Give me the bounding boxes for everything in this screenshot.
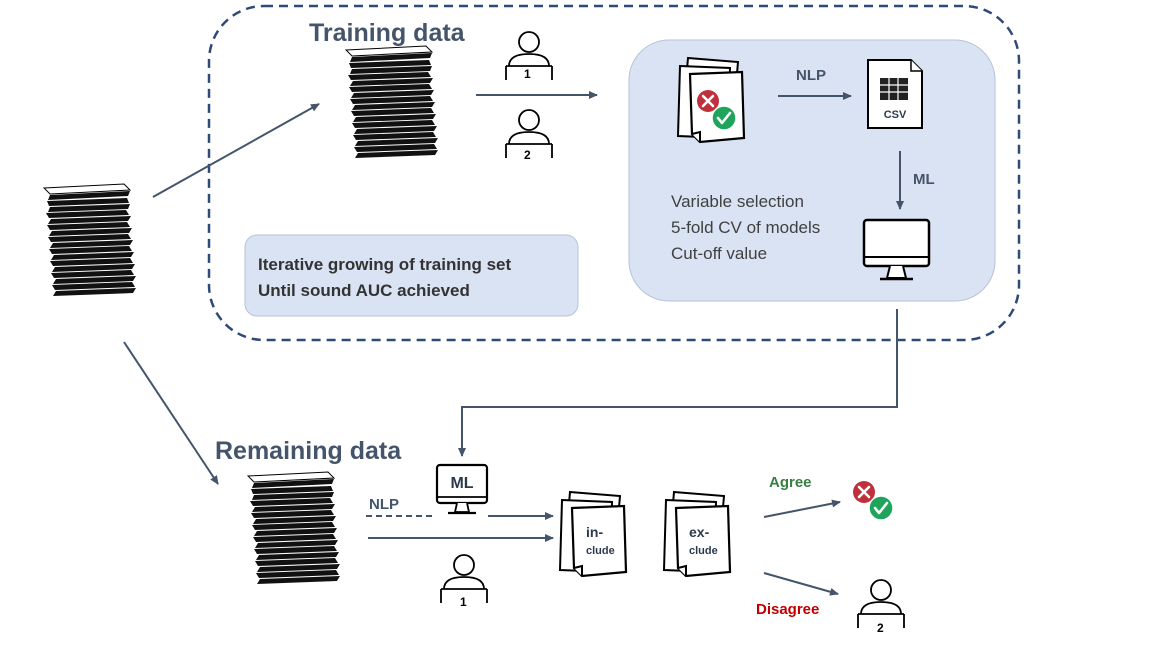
- agree-arrow: [763, 499, 841, 518]
- lower-reviewer-2-number: 2: [877, 621, 884, 635]
- training-region: [207, 4, 1021, 342]
- training-data-stack: [345, 45, 439, 159]
- lower-nlp-label: NLP: [369, 496, 399, 513]
- step-cutoff-value: Cut-off value: [671, 244, 767, 263]
- exclude-label-a: ex-: [689, 524, 710, 540]
- step-variable-selection: Variable selection: [671, 192, 804, 211]
- agree-label: Agree: [769, 474, 812, 491]
- include-label-b: clude: [586, 545, 615, 557]
- iterative-line-1: Iterative growing of training set: [258, 255, 511, 274]
- csv-file-icon: CSV: [867, 59, 923, 129]
- reviewer-1-number: 1: [524, 67, 531, 81]
- exclude-label-b: clude: [689, 545, 718, 557]
- iterative-line-2: Until sound AUC achieved: [258, 281, 470, 300]
- computer-monitor-icon: [862, 218, 931, 281]
- iterative-growing-box: [244, 234, 579, 317]
- include-mark-icon: [711, 105, 737, 131]
- csv-label: CSV: [884, 109, 907, 121]
- agree-include-mark-icon: [868, 495, 894, 521]
- include-label-a: in-: [586, 524, 603, 540]
- lower-reviewer-1-number: 1: [460, 595, 467, 609]
- source-data-stack: [43, 183, 137, 297]
- disagree-label: Disagree: [756, 601, 819, 618]
- training-data-title: Training data: [309, 19, 466, 47]
- ml-label: ML: [913, 171, 935, 188]
- lower-ml-monitor-icon: [435, 463, 489, 515]
- remaining-data-title: Remaining data: [215, 437, 402, 465]
- remaining-data-stack: [247, 471, 341, 585]
- step-cross-validation: 5-fold CV of models: [671, 218, 820, 237]
- disagree-arrow: [763, 572, 839, 596]
- reviewer-2-number: 2: [524, 148, 531, 162]
- nlp-label: NLP: [796, 67, 826, 84]
- arrow-to-remaining: [123, 341, 219, 485]
- lower-ml-label: ML: [450, 475, 473, 492]
- model-transfer-connector: [458, 309, 898, 457]
- arrow-to-training: [152, 103, 320, 198]
